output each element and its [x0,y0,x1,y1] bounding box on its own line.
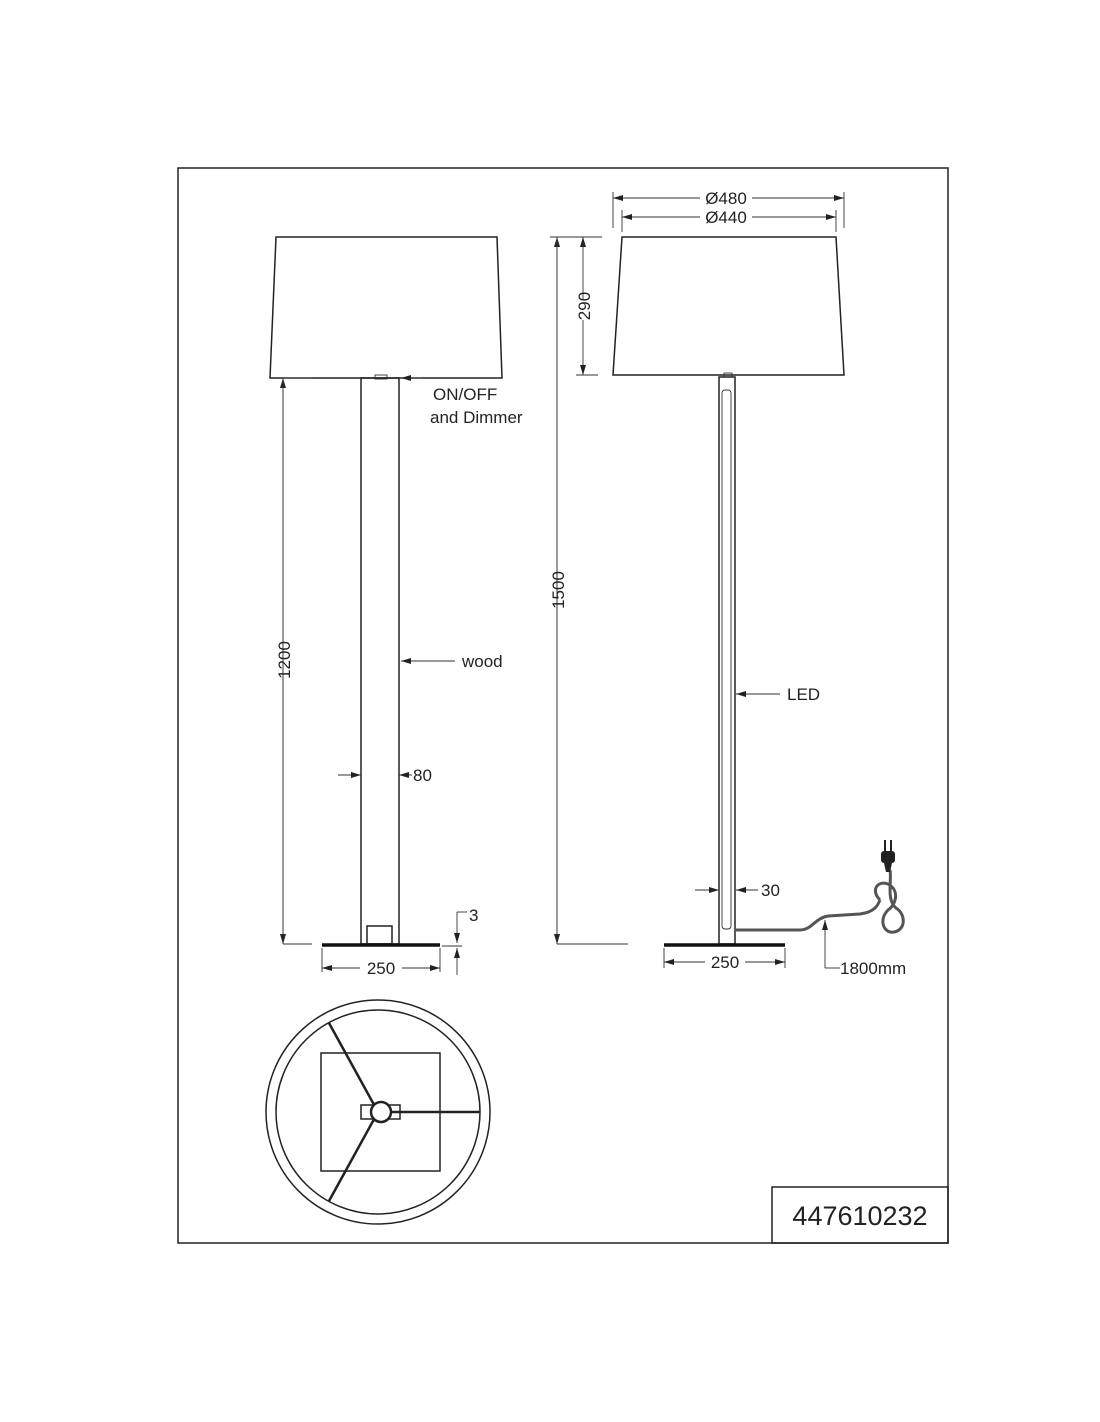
dim-480: Ø480 [705,189,747,208]
dim-1200: 1200 [275,641,294,679]
part-number: 447610232 [792,1201,927,1231]
lamp-shade [269,236,503,379]
dim-80: 80 [413,766,432,785]
hub [369,1100,393,1124]
part-number-box: 447610232 [771,1186,949,1244]
wood-stem [360,377,400,945]
lamp-shade [612,236,845,376]
dim-250-left: 250 [367,959,395,978]
dim-3: 3 [469,906,478,925]
label-cable-length: 1800mm [840,959,906,978]
side-view-dimensions: Ø480 Ø440 290 1500 LED 30 250 1800mm [549,189,906,978]
led-strip [721,389,732,930]
label-led: LED [787,685,820,704]
cable-coil [874,869,905,934]
power-cable [736,899,882,932]
label-on-off: ON/OFF [433,385,497,404]
drawing-frame [177,167,949,1244]
front-view-dimensions: 1200 250 3 80 wood ON/OFF and Dimmer [275,375,523,978]
dim-440: Ø440 [705,208,747,227]
base-socket [366,925,393,945]
stem [718,376,736,945]
dim-30: 30 [761,881,780,900]
label-wood: wood [461,652,503,671]
label-dimmer: and Dimmer [430,408,523,427]
side-view-lamp [612,236,905,947]
front-view-lamp [269,236,503,947]
plug-icon [881,840,895,872]
dim-290: 290 [575,292,594,320]
top-view-shade [265,999,491,1225]
dim-250-right: 250 [711,953,739,972]
dim-1500: 1500 [549,571,568,609]
on-off-dimmer-switch [374,374,388,380]
